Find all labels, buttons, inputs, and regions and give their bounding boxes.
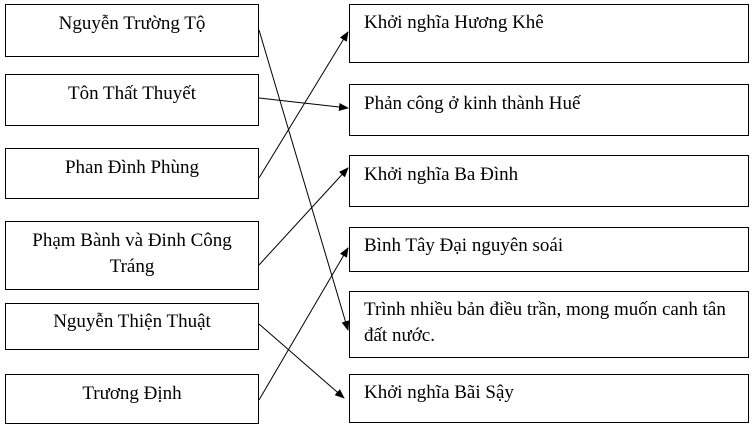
arrow-nguyen-truong-to (258, 29, 350, 331)
left-label: Phạm Bành và Đinh Công Tráng (32, 230, 232, 277)
arrow-truong-dinh (258, 247, 349, 401)
arrow-ton-that-thuyet (258, 97, 349, 111)
left-label: Trương Định (82, 383, 182, 404)
left-label: Nguyễn Trường Tộ (58, 13, 206, 34)
left-box-phan-dinh-phung: Phan Đình Phùng (5, 148, 259, 199)
right-box-binh-tay: Bình Tây Đại nguyên soái (349, 227, 749, 272)
right-box-bai-say: Khởi nghĩa Bãi Sậy (349, 374, 749, 423)
left-box-nguyen-thien-thuat: Nguyễn Thiện Thuật (5, 303, 259, 350)
left-label: Nguyễn Thiện Thuật (53, 311, 211, 332)
right-label: Bình Tây Đại nguyên soái (364, 235, 564, 256)
arrow-pham-banh (258, 167, 349, 266)
arrow-phan-dinh-phung (258, 31, 349, 179)
left-box-pham-banh-dinh-cong-trang: Phạm Bành và Đinh Công Tráng (5, 221, 259, 290)
right-label: Trình nhiều bản điều trần, mong muốn can… (364, 299, 726, 346)
left-box-ton-that-thuyet: Tôn Thất Thuyết (5, 74, 259, 126)
left-label: Tôn Thất Thuyết (67, 83, 197, 104)
right-label: Khởi nghĩa Hương Khê (364, 12, 544, 33)
right-box-kinh-thanh-hue: Phản công ở kinh thành Huế (349, 84, 749, 136)
arrow-nguyen-thien-thuat (258, 323, 345, 399)
right-label: Khởi nghĩa Bãi Sậy (364, 382, 514, 403)
right-box-huong-khe: Khởi nghĩa Hương Khê (349, 4, 749, 63)
left-label: Phan Đình Phùng (64, 157, 200, 178)
right-label: Khởi nghĩa Ba Đình (364, 164, 519, 185)
right-label: Phản công ở kinh thành Huế (364, 93, 581, 114)
left-box-nguyen-truong-to: Nguyễn Trường Tộ (5, 4, 259, 57)
right-box-dieu-tran: Trình nhiều bản điều trần, mong muốn can… (349, 291, 749, 358)
right-box-ba-dinh: Khởi nghĩa Ba Đình (349, 155, 749, 207)
left-box-truong-dinh: Trương Định (5, 374, 259, 424)
